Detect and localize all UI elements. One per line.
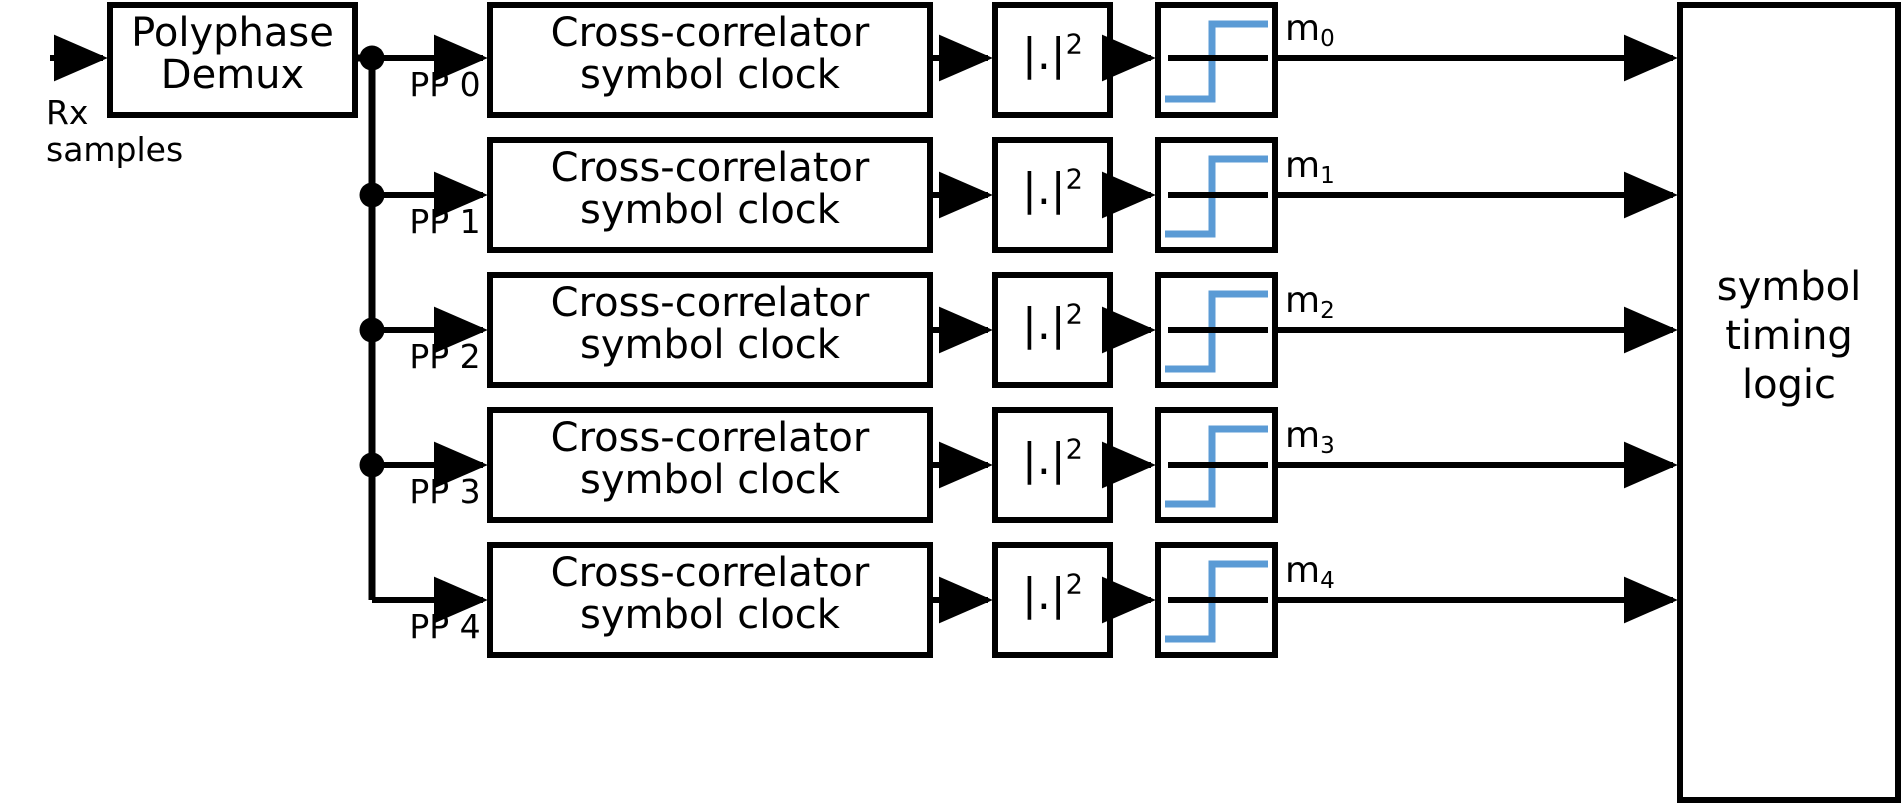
junction-dot-0 [359,45,385,71]
branch-row-1 [359,137,1678,253]
magnitude-squared-box-1[interactable] [992,137,1113,253]
junction-dot-1 [359,182,385,208]
cross-correlator-box-4[interactable] [487,542,933,658]
polyphase-demux-box[interactable] [107,2,358,118]
branch-row-0 [359,2,1678,118]
magnitude-squared-box-2[interactable] [992,272,1113,388]
magnitude-squared-box-0[interactable] [992,2,1113,118]
symbol-timing-logic-box[interactable] [1677,2,1901,803]
branch-row-4 [372,542,1678,658]
step-function-icon-0 [1165,20,1268,103]
junction-dot-3 [359,452,385,478]
cross-correlator-box-3[interactable] [487,407,933,523]
branch-row-2 [359,272,1678,388]
cross-correlator-box-1[interactable] [487,137,933,253]
branch-row-3 [359,407,1678,523]
magnitude-squared-box-4[interactable] [992,542,1113,658]
junction-dot-2 [359,317,385,343]
cross-correlator-box-2[interactable] [487,272,933,388]
magnitude-squared-box-3[interactable] [992,407,1113,523]
cross-correlator-box-0[interactable] [487,2,933,118]
